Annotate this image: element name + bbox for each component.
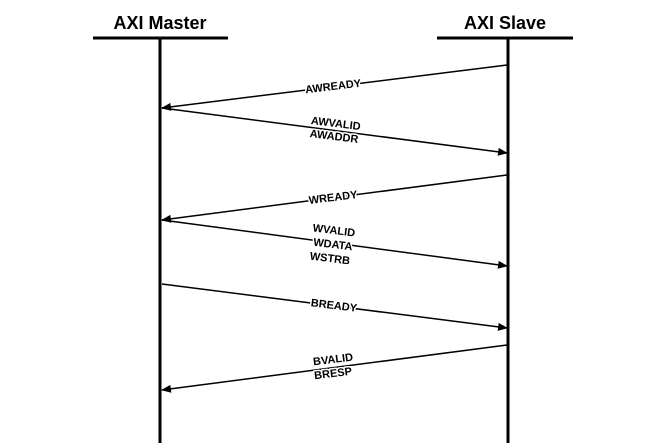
- label-wstrb: WSTRB: [309, 251, 351, 268]
- label-wready: WREADY: [308, 189, 359, 207]
- message-bvalid-bresp: BVALID BRESP: [161, 344, 508, 393]
- message-bready: BREADY: [161, 283, 508, 331]
- arrow-awvalid: [161, 107, 508, 156]
- message-wvalid-wdata-wstrb: WVALID WDATA WSTRB: [161, 219, 508, 269]
- label-awready: AWREADY: [304, 78, 362, 97]
- master-title: AXI Master: [113, 13, 206, 33]
- message-awvalid-awaddr: AWVALID AWADDR: [161, 107, 508, 156]
- slave-title: AXI Slave: [464, 13, 546, 33]
- arrow-bready: [161, 283, 508, 331]
- arrow-wvalid: [161, 219, 508, 269]
- arrow-awready: [161, 64, 508, 111]
- label-bready: BREADY: [310, 297, 358, 315]
- message-wready: WREADY: [161, 174, 508, 223]
- label-bresp: BRESP: [314, 366, 353, 383]
- message-awready: AWREADY: [161, 64, 508, 111]
- arrow-bvalid: [161, 344, 508, 393]
- arrow-wready: [161, 174, 508, 223]
